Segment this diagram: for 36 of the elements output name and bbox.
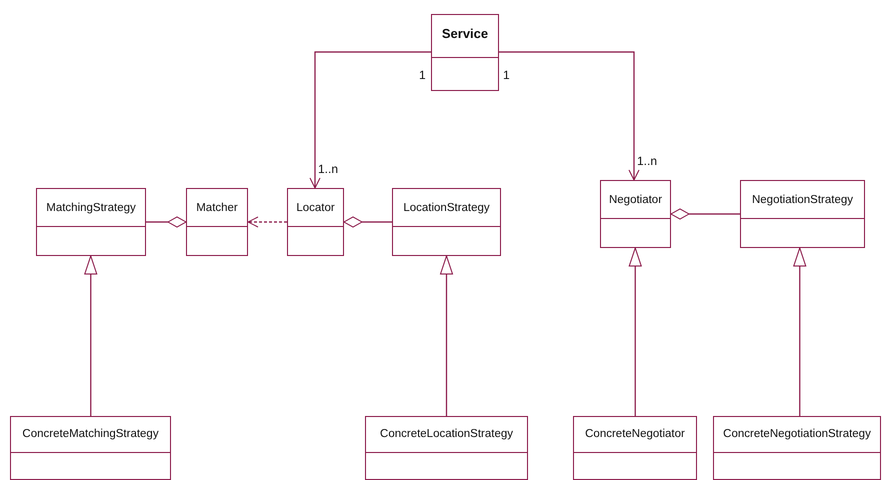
class-name: Negotiator (608, 193, 664, 207)
class-box (431, 14, 499, 91)
association-arrow (310, 51, 431, 188)
class-box (740, 180, 865, 248)
multiplicity-label: 1..n (318, 162, 338, 176)
association-arrow (84, 256, 98, 416)
class-box (10, 416, 171, 480)
association-arrow (499, 51, 640, 180)
class-box (287, 188, 344, 256)
class-box (713, 416, 881, 480)
class-name: ConcreteNegotiationStrategy (722, 427, 872, 441)
class-box (573, 416, 697, 480)
multiplicity-label: 1 (503, 68, 510, 82)
class-name: ConcreteMatchingStrategy (21, 427, 160, 441)
multiplicity-label: 1..n (637, 154, 658, 168)
class-box (365, 416, 528, 480)
class-name: MatchingStrategy (45, 201, 137, 215)
multiplicity-label: 1 (419, 68, 426, 82)
class-name: ConcreteLocationStrategy (379, 427, 514, 441)
class-name: Locator (295, 201, 336, 215)
aggregation-line (670, 208, 740, 220)
class-box (186, 188, 248, 256)
association-arrow (793, 248, 806, 416)
class-box (600, 180, 671, 248)
class-name: NegotiationStrategy (750, 193, 854, 207)
class-box (36, 188, 146, 256)
aggregation-line (146, 216, 186, 228)
class-name: ConcreteNegotiator (584, 427, 686, 441)
class-name: LocationStrategy (402, 201, 491, 215)
class-name: Matcher (195, 201, 239, 215)
association-arrow (628, 248, 642, 416)
class-box (392, 188, 501, 256)
aggregation-line (344, 216, 392, 228)
association-arrow (440, 256, 453, 416)
class-name: Service (440, 27, 490, 41)
dependency-arrow (248, 216, 287, 228)
